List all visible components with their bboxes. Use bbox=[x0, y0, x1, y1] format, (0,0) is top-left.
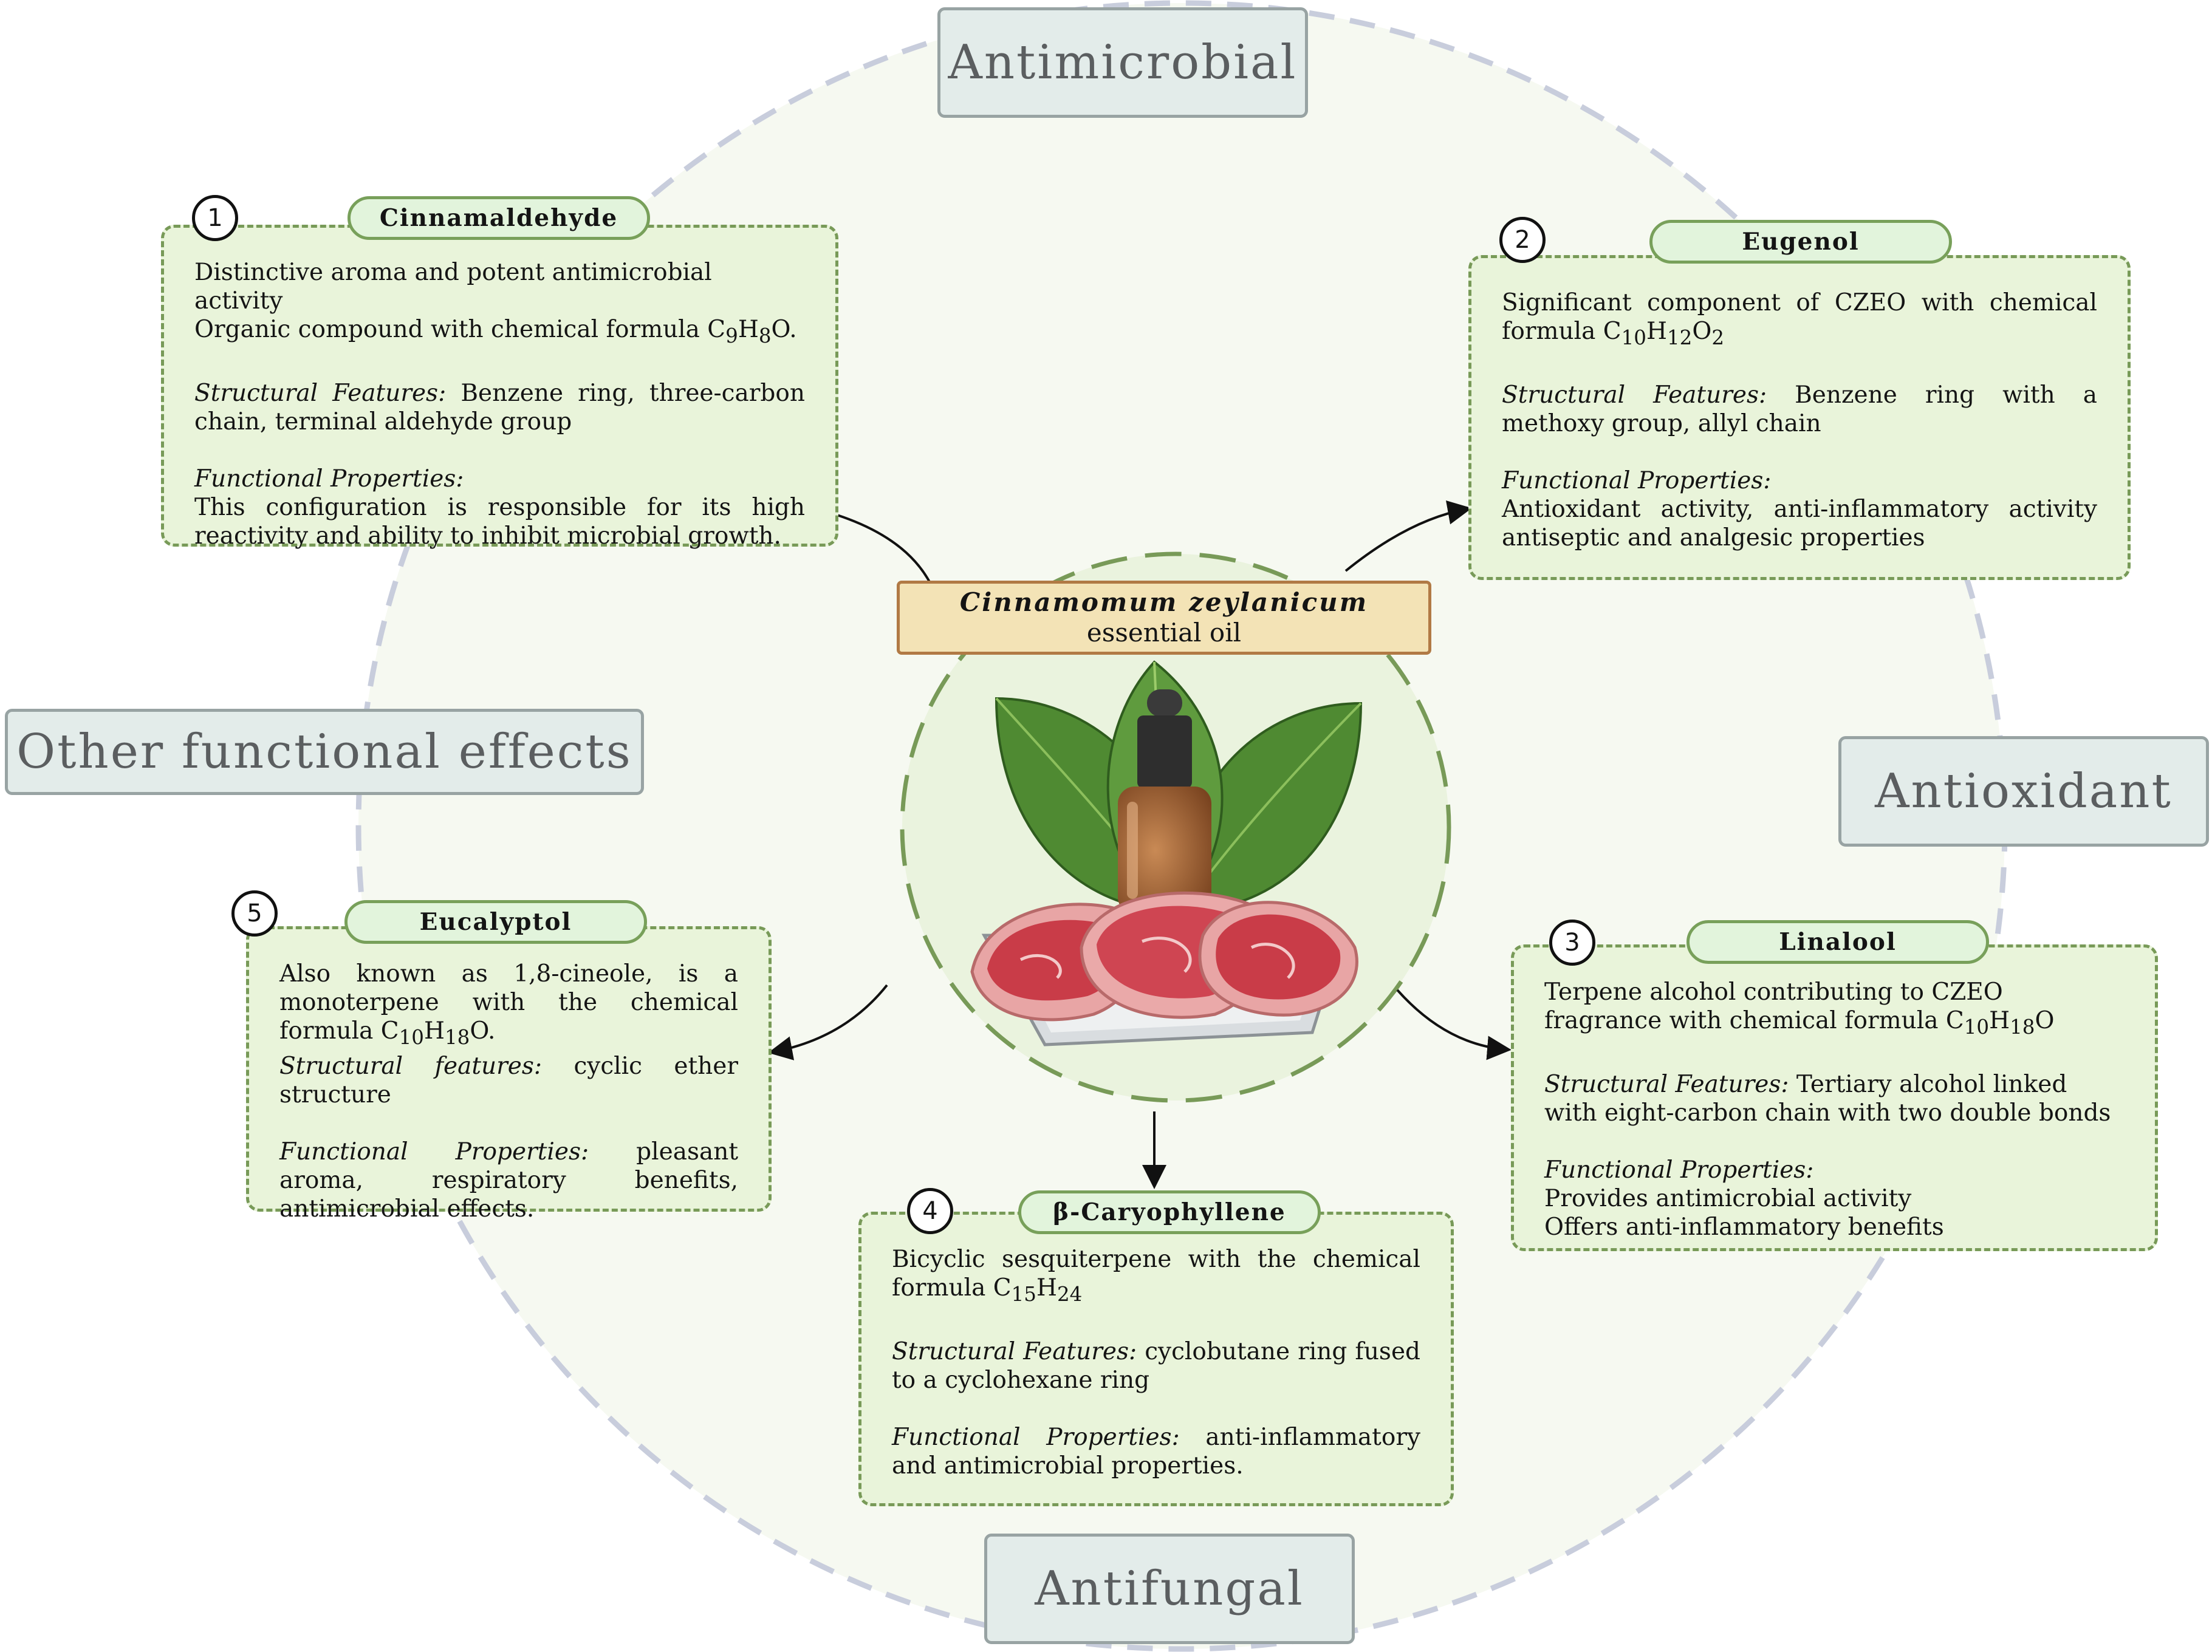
compound-name-linalool: Linalool bbox=[1686, 920, 1989, 964]
chemical-formula: C10H18O bbox=[1945, 1007, 2055, 1039]
structural-text: cyclobutane ring fused to a cyclohexane … bbox=[892, 1337, 1420, 1394]
functional-line: Provides antimicrobial activity bbox=[1544, 1184, 1912, 1212]
description-text: Bicyclic sesquiterpene with the chemical… bbox=[892, 1246, 1420, 1302]
functional-label: Functional Properties: bbox=[1502, 466, 1772, 494]
connector-1 bbox=[837, 514, 931, 582]
chemical-formula: C10H12O2 bbox=[1603, 318, 1725, 349]
compound-name-eucalyptol: Eucalyptol bbox=[344, 900, 647, 944]
compound-card-eugenol: Significant component of CZEO with chemi… bbox=[1468, 255, 2131, 580]
connector-5 bbox=[768, 984, 888, 1060]
functional-text: This configuration is responsible for it… bbox=[194, 493, 805, 550]
structural-text: Tertiary alcohol linked with eight-carbo… bbox=[1544, 1070, 2111, 1127]
compound-card-linalool: Terpene alcohol contributing to CZEO fra… bbox=[1511, 944, 2158, 1251]
structural-label: Structural Features: bbox=[194, 379, 447, 407]
center-label: Cinnamomum zeylanicum essential oil bbox=[897, 581, 1431, 655]
number-badge-5: 5 bbox=[231, 890, 278, 937]
description-text: Significant component of CZEO with chemi… bbox=[1502, 289, 2097, 345]
functional-label: Functional Properties: bbox=[194, 465, 464, 493]
description-text: Terpene alcohol contributing to CZEO fra… bbox=[1544, 978, 2003, 1034]
connector-3 bbox=[1396, 989, 1512, 1060]
oil-label: essential oil bbox=[1086, 618, 1242, 647]
compound-card-beta-caryophyllene: Bicyclic sesquiterpene with the chemical… bbox=[858, 1212, 1454, 1506]
functional-label: Functional Properties: bbox=[892, 1423, 1180, 1451]
chemical-formula: C10H18O. bbox=[380, 1017, 496, 1049]
structural-text: Benzene ring, three-carbon chain, termin… bbox=[194, 379, 805, 435]
compound-name-cinnamaldehyde: Cinnamaldehyde bbox=[348, 196, 650, 240]
structural-label: Structural Features: bbox=[1502, 381, 1767, 409]
chemical-formula: C9H8O. bbox=[707, 316, 797, 347]
effect-antimicrobial: Antimicrobial bbox=[937, 7, 1308, 118]
compound-card-cinnamaldehyde: Distinctive aroma and potent antimicrobi… bbox=[161, 225, 838, 550]
connector-2 bbox=[1344, 500, 1472, 572]
structural-label: Structural Features: bbox=[892, 1337, 1137, 1365]
dropper-bottle-icon bbox=[1118, 689, 1211, 914]
structural-text: Benzene ring with a methoxy group, allyl… bbox=[1502, 381, 2097, 437]
number-badge-4: 4 bbox=[907, 1188, 953, 1234]
structural-label: Structural Features: bbox=[1544, 1070, 1789, 1098]
functional-text: anti-inflammatory and antimicrobial prop… bbox=[892, 1423, 1420, 1480]
number-badge-3: 3 bbox=[1549, 920, 1595, 966]
functional-text: Antioxidant activity, anti-inflammatory … bbox=[1502, 495, 2097, 551]
compound-card-eucalyptol: Also known as 1,8-cineole, is a monoterp… bbox=[246, 926, 772, 1223]
functional-text: pleasant aroma, respiratory benefits, an… bbox=[279, 1138, 738, 1223]
description-line: Distinctive aroma and potent antimicrobi… bbox=[194, 259, 712, 315]
effect-other-functional: Other functional effects bbox=[5, 709, 644, 795]
description-line: Organic compound with chemical formula bbox=[194, 316, 708, 343]
number-badge-2: 2 bbox=[1499, 217, 1546, 263]
functional-line: Offers anti-inflammatory benefits bbox=[1544, 1213, 1944, 1241]
number-badge-1: 1 bbox=[192, 195, 238, 241]
effect-antioxidant: Antioxidant bbox=[1838, 736, 2209, 847]
effect-antifungal: Antifungal bbox=[984, 1534, 1355, 1644]
description-text: Also known as 1,8-cineole, is a monoterp… bbox=[279, 960, 738, 1045]
structural-text: cyclic ether structure bbox=[279, 1052, 739, 1108]
chemical-formula: C15H24 bbox=[993, 1274, 1083, 1306]
species-name: Cinnamomum zeylanicum bbox=[959, 587, 1369, 617]
compound-name-eugenol: Eugenol bbox=[1649, 220, 1952, 264]
meat-slices-icon bbox=[970, 891, 1358, 1022]
functional-label: Functional Properties: bbox=[279, 1138, 589, 1166]
compound-name-beta-caryophyllene: β-Caryophyllene bbox=[1018, 1190, 1321, 1234]
functional-label: Functional Properties: bbox=[1544, 1156, 1814, 1184]
structural-label: Structural features: bbox=[279, 1052, 543, 1080]
